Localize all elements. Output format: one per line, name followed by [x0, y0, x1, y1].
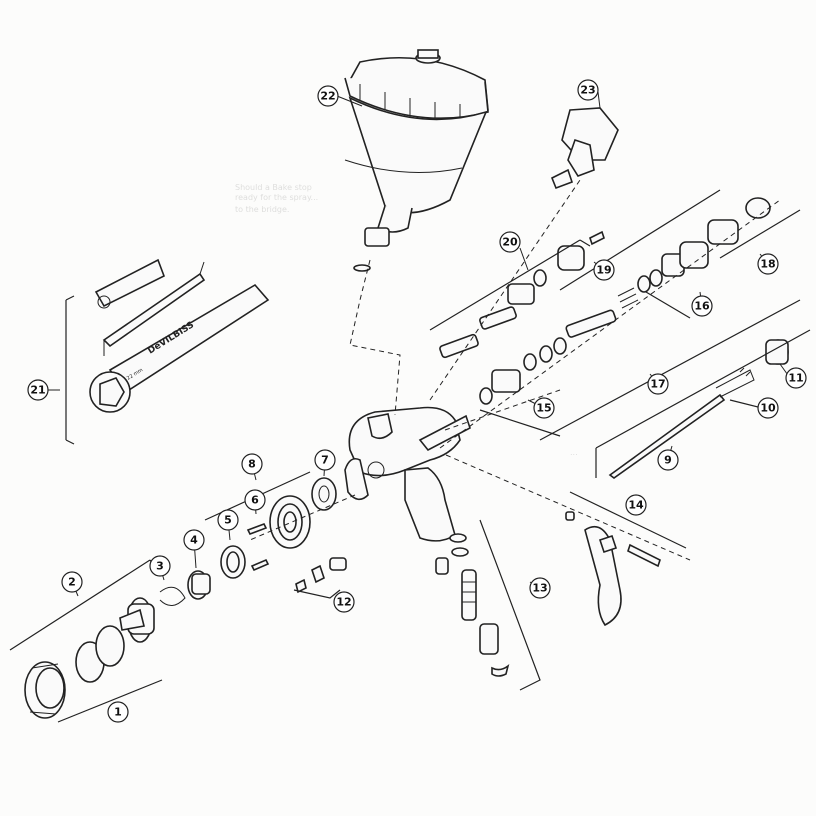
svg-text:15: 15: [536, 402, 551, 415]
callout-15: 15: [533, 397, 555, 419]
screw-6b: [250, 558, 270, 572]
svg-text:ready for the spray...: ready for the spray...: [235, 193, 318, 202]
callout-5: 5: [217, 509, 239, 531]
cup-washer: [353, 264, 371, 272]
svg-text:Should a Bake stop: Should a Bake stop: [235, 183, 312, 192]
callout-13: 13: [529, 577, 551, 599]
callout-23: 23: [577, 79, 599, 101]
spreader-valve: [439, 230, 605, 359]
gasket: [311, 477, 337, 511]
callout-18: 18: [757, 253, 779, 275]
svg-text:to the bridge.: to the bridge.: [235, 205, 289, 214]
svg-text:8: 8: [248, 458, 256, 471]
callout-1: 1: [107, 701, 129, 723]
fluid-needle: [608, 339, 789, 479]
air-cap-ring: [24, 661, 66, 719]
callout-10: 10: [757, 397, 779, 419]
callout-12: 12: [333, 591, 355, 613]
air-valve: [295, 557, 347, 594]
callout-21: 21: [27, 379, 49, 401]
svg-text:18: 18: [760, 258, 775, 271]
svg-text:2: 2: [68, 576, 76, 589]
callout-3: 3: [149, 555, 171, 577]
callout-2: 2: [61, 571, 83, 593]
callout-17: 17: [647, 373, 669, 395]
svg-text:3: 3: [156, 560, 164, 573]
svg-text:4: 4: [190, 534, 198, 547]
assembly-lines: [249, 179, 781, 561]
callout-14: 14: [625, 494, 647, 516]
gun-body: [344, 406, 471, 542]
svg-text:9: 9: [664, 454, 672, 467]
control-knob: [707, 197, 771, 245]
callout-6: 6: [244, 489, 266, 511]
air-head: [269, 495, 311, 549]
svg-text:11: 11: [788, 372, 803, 385]
svg-text:7: 7: [321, 454, 329, 467]
svg-text:1: 1: [114, 706, 122, 719]
retaining-clip: [159, 586, 186, 606]
svg-text:16: 16: [694, 300, 710, 313]
air-cap: [119, 597, 155, 643]
svg-text:19: 19: [596, 264, 611, 277]
callout-9: 9: [657, 449, 679, 471]
svg-text:21: 21: [30, 384, 45, 397]
svg-text:17: 17: [650, 378, 665, 391]
svg-text:13: 13: [532, 582, 547, 595]
callout-11: 11: [785, 367, 807, 389]
tool-kit: DeVILBISS 22 mm: [89, 258, 270, 413]
svg-text:20: 20: [502, 236, 518, 249]
svg-text:...: ...: [570, 448, 578, 457]
callout-4: 4: [183, 529, 205, 551]
air-inlet-parts: [435, 533, 510, 677]
svg-text:6: 6: [251, 494, 259, 507]
svg-text:5: 5: [224, 514, 232, 527]
screw-6: [246, 522, 268, 536]
svg-text:12: 12: [336, 596, 351, 609]
svg-text:10: 10: [760, 402, 776, 415]
fluid-nozzle: [187, 570, 211, 600]
callout-16: 16: [691, 295, 713, 317]
paint-cup: [344, 49, 489, 247]
seal-ring-2: [95, 625, 125, 667]
baffle: [220, 545, 246, 579]
svg-text:22: 22: [320, 90, 335, 103]
callout-19: 19: [593, 259, 615, 281]
background-watermark: Should a Bake stop ready for the spray..…: [235, 183, 578, 457]
callout-22: 22: [317, 85, 339, 107]
air-regulator: [550, 107, 619, 190]
callout-20: 20: [499, 231, 521, 253]
svg-text:14: 14: [628, 499, 644, 512]
callout-8: 8: [241, 453, 263, 475]
trigger: [565, 511, 661, 627]
svg-text:23: 23: [580, 84, 595, 97]
needle-packing: [479, 241, 709, 405]
callout-7: 7: [314, 449, 336, 471]
